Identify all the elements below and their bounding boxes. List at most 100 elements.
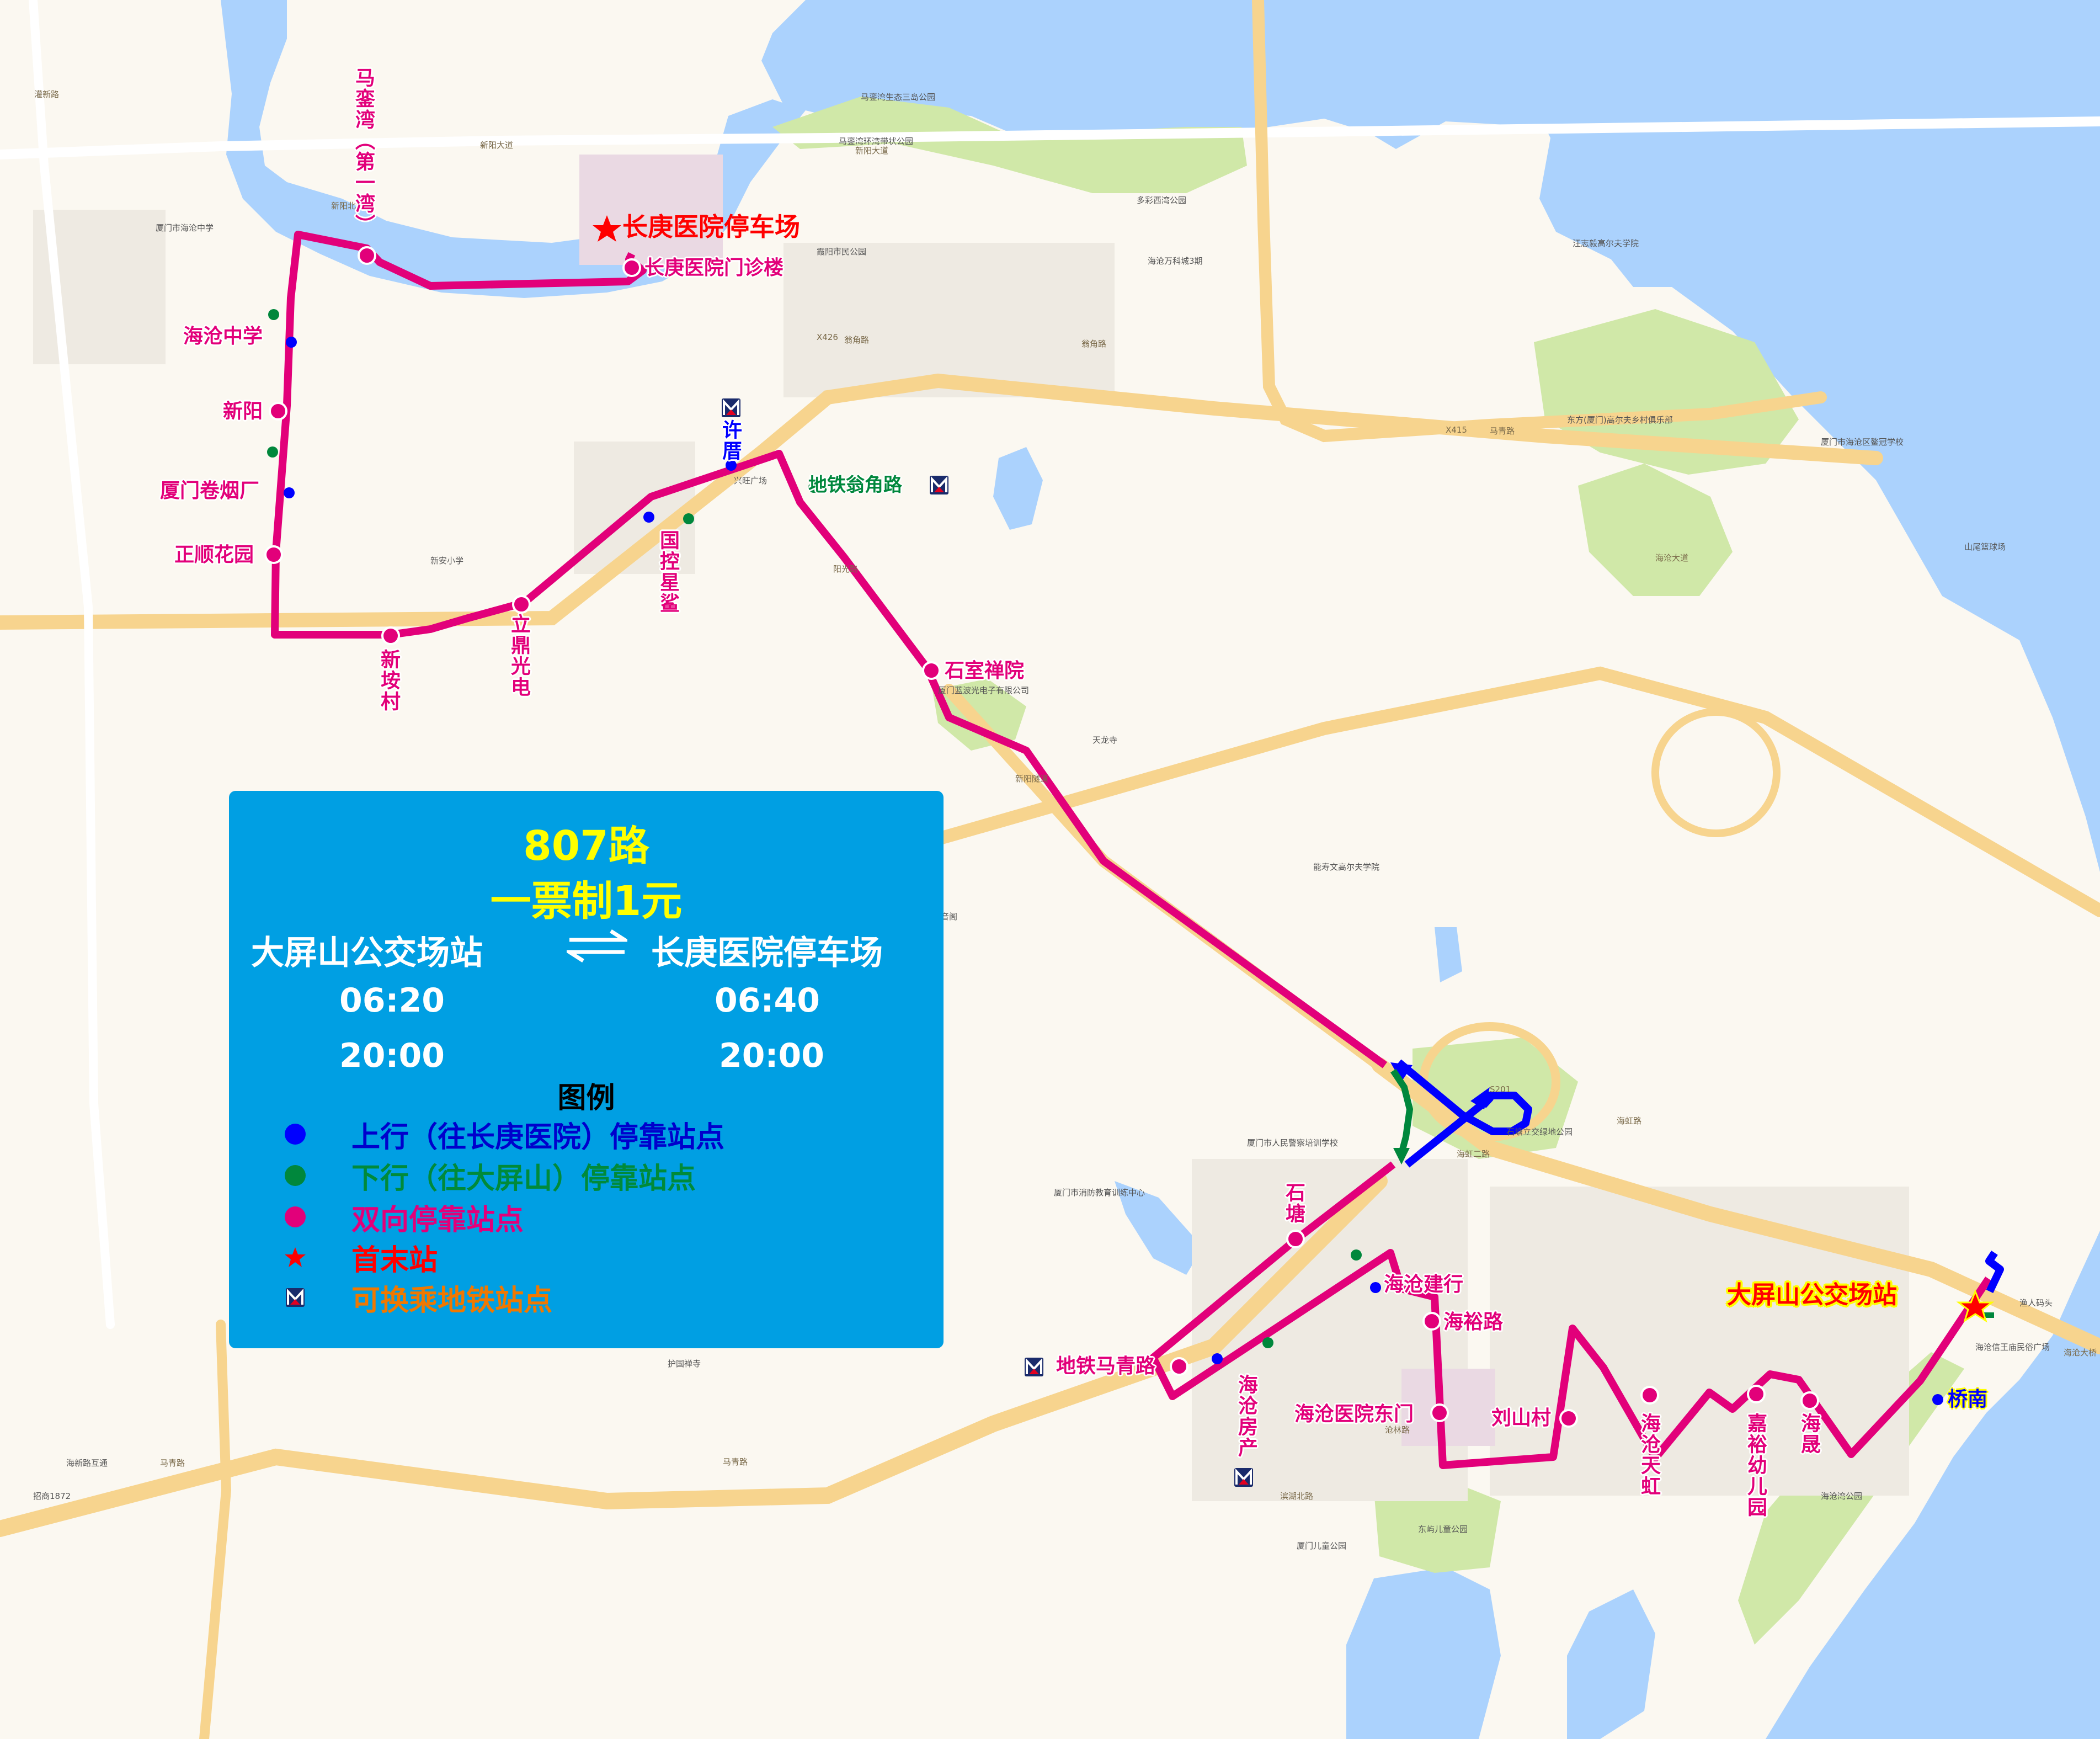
route-info-panel: 807路 一票制1元 大屏山公交场站 长庚医院停车场 06:20 20:00 0… <box>229 791 944 1348</box>
stop-label-guokong[interactable]: 国控星鲨 <box>657 530 679 614</box>
stop-label-qiaonan[interactable]: 桥南 <box>1948 1388 1988 1411</box>
stop-label-zhengshun[interactable]: 正顺花园 <box>174 544 254 566</box>
stop-label-liding[interactable]: 立鼎光电 <box>508 614 530 698</box>
poi-label: 山尾篮球场 <box>1964 542 2006 552</box>
stop-label-shitang[interactable]: 石塘 <box>1282 1182 1305 1224</box>
road-label: S201 <box>1490 1084 1511 1094</box>
stop-dot-zhengshun <box>264 545 283 564</box>
terminal-label-changgeng[interactable]: 长庚医院停车场 <box>622 212 800 242</box>
legend-label: 双向停靠站点 <box>351 1203 524 1237</box>
downbound-stops <box>267 309 1362 1348</box>
terminal-b-last-bus: 20:00 <box>719 1036 824 1075</box>
stop-label-changgeng-clinic[interactable]: 长庚医院门诊楼 <box>644 257 784 279</box>
stop-label-liushan[interactable]: 刘山村 <box>1491 1407 1552 1429</box>
route-segment-south <box>1149 1161 1992 1469</box>
road-label: 新阳隧道 <box>1015 774 1049 784</box>
poi-label: 厦门市消防教育训练中心 <box>1054 1188 1145 1198</box>
legend-label: 上行（往长庚医院）停靠站点 <box>351 1120 725 1154</box>
stop-dot-up-5 <box>1212 1353 1223 1364</box>
poi-label: 渔人码头 <box>2019 1298 2053 1308</box>
stop-dot-down-4 <box>808 482 819 493</box>
terminal-label-dapingshan[interactable]: 大屏山公交场站 <box>1727 1281 1897 1309</box>
stop-label-xucuo[interactable]: 许厝 <box>719 419 742 461</box>
poi-label: 天龙寺 <box>1092 735 1118 745</box>
poi-label: 新安小学 <box>430 556 464 566</box>
road-label: 海虹路 <box>1617 1116 1642 1126</box>
bidirectional-arrows-icon <box>567 929 627 962</box>
terminal-a-first-bus: 06:20 <box>339 981 445 1020</box>
stop-dot-liushan <box>1559 1409 1578 1428</box>
road-label: X415 <box>1446 425 1467 435</box>
terminal-a-name: 大屏山公交场站 <box>251 934 483 972</box>
stop-label-haisheng[interactable]: 海晟 <box>1798 1413 1820 1455</box>
star-icon-changgeng <box>593 215 621 242</box>
metro-icon-xucuo <box>722 398 740 417</box>
stop-label-xinyang[interactable]: 新阳 <box>223 400 263 423</box>
hill-park <box>1578 464 1733 596</box>
road-label: 滨湖北路 <box>1280 1491 1314 1501</box>
downbound-arrow <box>1390 1068 1414 1155</box>
star-icon-dapingshan <box>1956 1289 1995 1323</box>
road-label: X426 <box>817 332 838 342</box>
stop-label-wengjiao[interactable]: 地铁翁角路 <box>808 474 902 496</box>
stop-label-realestate[interactable]: 海沧房产 <box>1235 1374 1257 1458</box>
lake-1 <box>993 447 1043 530</box>
stop-label-maluan[interactable]: 马銮湾（第一湾） <box>352 67 375 235</box>
legend-label: 首末站 <box>351 1243 438 1277</box>
stop-dot-down-6 <box>1351 1249 1362 1261</box>
road-label: 马青路 <box>160 1458 185 1468</box>
poi-label: 海新路互通 <box>66 1458 108 1468</box>
stop-dot-haisheng <box>1800 1391 1819 1410</box>
stop-dot-down-2 <box>267 446 278 458</box>
stop-dot-changgeng-clinic <box>622 258 641 277</box>
fare-label: 一票制1元 <box>490 878 683 925</box>
metro-icon-maqing <box>1025 1358 1043 1376</box>
stop-label-jiayu[interactable]: 嘉裕幼儿园 <box>1744 1413 1767 1518</box>
metro-icon-haicang-realestate <box>1234 1468 1253 1487</box>
poi-label: 海沧万科城3期 <box>1148 256 1203 266</box>
sea-north <box>761 0 2100 872</box>
stop-dot-up-3 <box>643 512 654 523</box>
stop-label-haicang-ms[interactable]: 海沧中学 <box>183 325 263 348</box>
road-label: 海虹二路 <box>1457 1149 1490 1159</box>
stop-label-ccb[interactable]: 海沧建行 <box>1384 1273 1464 1296</box>
stop-dot-shishi <box>922 661 941 680</box>
upbound-terminal-hook <box>1985 1251 2004 1294</box>
stop-dot-up-1 <box>286 337 297 348</box>
dongyu-park <box>1374 1479 1501 1573</box>
legend-title: 图例 <box>557 1082 615 1115</box>
lake-2 <box>1115 1181 1203 1275</box>
poi-label: 马銮湾生态三岛公园 <box>861 92 936 102</box>
maqing-road-north <box>1252 0 1827 443</box>
stop-label-maqing[interactable]: 地铁马青路 <box>1056 1355 1156 1378</box>
poi-label: 多彩西湾公园 <box>1137 195 1187 205</box>
haicang-avenue <box>931 666 2100 917</box>
wengjiao-road <box>0 373 1883 630</box>
magenta-dot-icon <box>285 1206 306 1227</box>
stop-label-haiyu[interactable]: 海裕路 <box>1443 1311 1504 1333</box>
stop-dot-down-5 <box>1262 1337 1273 1348</box>
poi-label: 东方(厦门)高尔夫乡村俱乐部 <box>1567 415 1673 425</box>
route-number: 807路 <box>523 822 649 870</box>
poi-label: 东屿儿童公园 <box>1418 1524 1468 1534</box>
poi-label: 厦门市海沧区鳌冠学校 <box>1821 437 1904 447</box>
poi-label: 马銮湾环湾带状公园 <box>839 136 914 146</box>
poi-label: 霞阳市民公园 <box>817 247 867 257</box>
road-label: 阳光路 <box>833 564 859 574</box>
poi-label: 海沧湾公园 <box>1821 1491 1863 1501</box>
stop-dot-shitang <box>1286 1230 1305 1248</box>
legend-item-terminal: 首末站 <box>279 1241 438 1277</box>
legend-item-bidirectional: 双向停靠站点 <box>279 1200 524 1237</box>
stop-dot-tianhong <box>1640 1386 1659 1405</box>
stop-label-xinan[interactable]: 新垵村 <box>377 649 400 712</box>
stop-label-tianhong[interactable]: 海沧天虹 <box>1638 1413 1660 1497</box>
road-label: 灌新路 <box>34 89 60 99</box>
stop-label-hospital-east[interactable]: 海沧医院东门 <box>1294 1403 1414 1426</box>
stop-dot-liding <box>512 595 531 614</box>
road-label: 海沧大道 <box>1655 553 1689 563</box>
stop-dot-maqing <box>1170 1357 1188 1376</box>
stop-label-shishi[interactable]: 石室禅院 <box>945 660 1025 682</box>
stop-label-cigarette[interactable]: 厦门卷烟厂 <box>160 480 260 502</box>
legend-label: 下行（往大屏山）停靠站点 <box>351 1162 696 1195</box>
